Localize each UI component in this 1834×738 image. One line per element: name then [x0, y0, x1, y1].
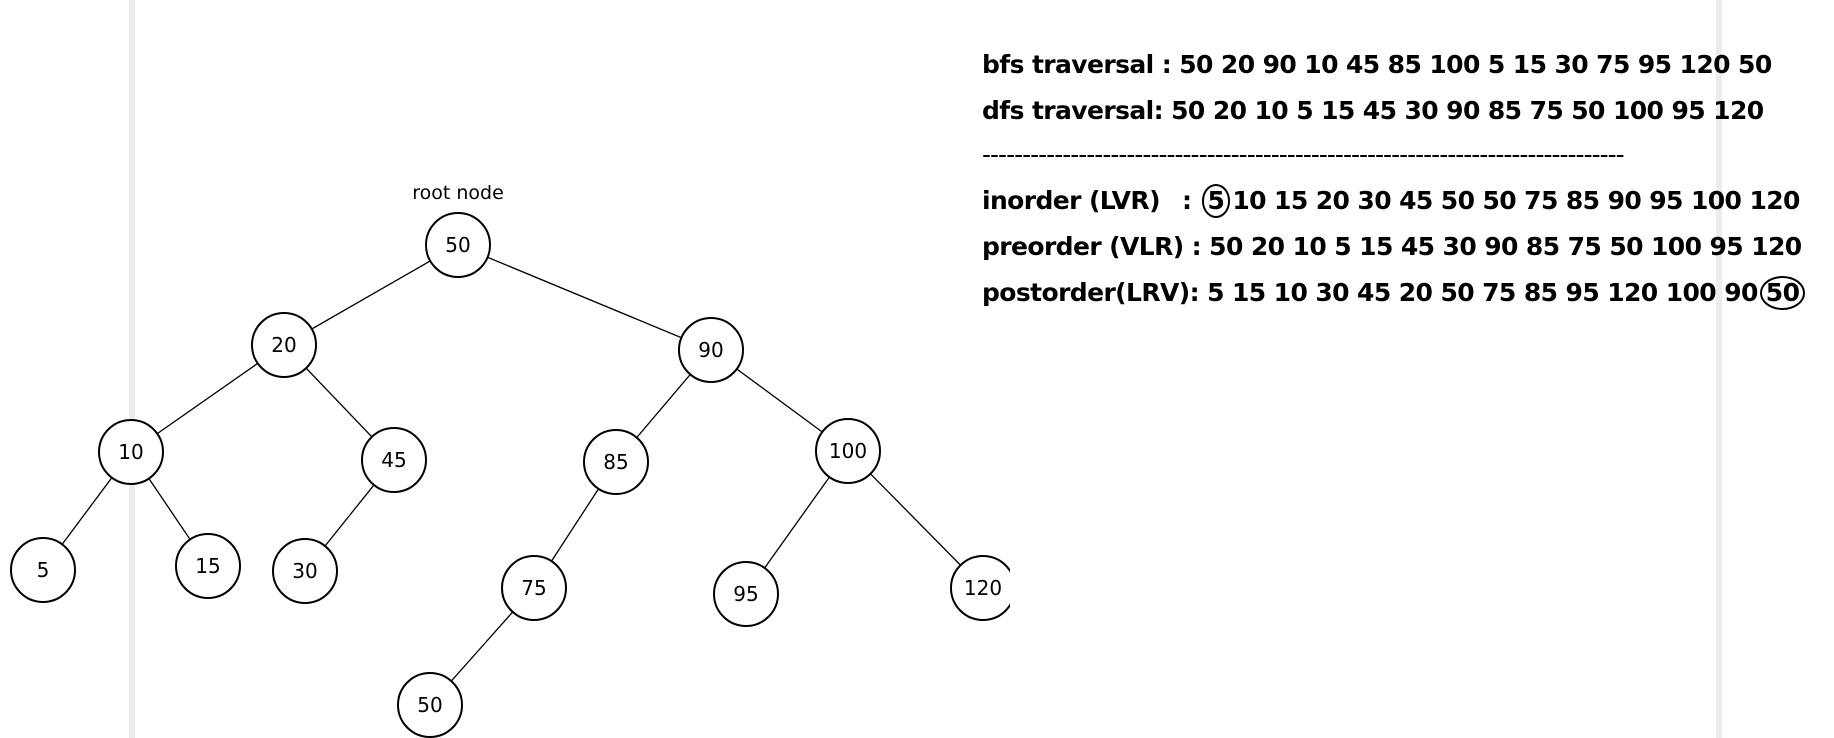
tree-node: 10	[98, 419, 164, 485]
tree-node-label: 50	[445, 233, 470, 257]
page-margin-left	[129, 0, 135, 738]
preorder-values: 50 20 10 5 15 45 30 90 85 75 50 100 95 1…	[1209, 232, 1802, 261]
tree-node: 45	[361, 427, 427, 493]
tree-node: 50	[397, 672, 463, 738]
tree-node: 50	[425, 212, 491, 278]
tree-node-circle	[501, 555, 567, 621]
tree-edge	[283, 244, 459, 346]
tree-node: 120	[950, 555, 1010, 621]
dfs-values: 50 20 10 5 15 45 30 90 85 75 50 100 95 1…	[1171, 96, 1764, 125]
inorder-separator: :	[1182, 186, 1192, 215]
root-node-caption: root node	[412, 182, 504, 204]
tree-node-circle	[815, 418, 881, 484]
tree-node-circle	[397, 672, 463, 738]
tree-node-label: 30	[292, 559, 317, 583]
tree-node-label: 10	[118, 440, 143, 464]
tree-node: 5	[10, 537, 76, 603]
tree-node: 15	[175, 533, 241, 599]
tree-node-circle	[950, 555, 1010, 621]
bfs-traversal-line: bfs traversal : 50 20 90 10 45 85 100 5 …	[982, 48, 1772, 82]
tree-node: 90	[678, 317, 744, 383]
tree-node: 95	[713, 561, 779, 627]
tree-node: 75	[501, 555, 567, 621]
tree-node-circle	[678, 317, 744, 383]
tree-node-label: 5	[37, 558, 50, 582]
tree-node-circle	[361, 427, 427, 493]
tree-node-circle	[583, 429, 649, 495]
postorder-values: 5 15 10 30 45 20 50 75 85 95 120 100 90	[1207, 278, 1758, 307]
tree-node-label: 85	[603, 450, 628, 474]
inorder-first-highlight: 5	[1201, 184, 1231, 218]
tree-node-label: 75	[521, 576, 546, 600]
tree-node-circle	[272, 538, 338, 604]
tree-node-circle	[251, 312, 317, 378]
tree-node-label: 120	[964, 576, 1002, 600]
tree-node-circle	[713, 561, 779, 627]
tree-edge	[457, 244, 712, 351]
tree-node-label: 95	[733, 582, 758, 606]
tree-node-label: 50	[417, 693, 442, 717]
postorder-label: postorder(LRV):	[982, 278, 1200, 307]
binary-tree-diagram: root node 50 20 90 10 45 85 100 5 15 30 75 95 120 50	[10, 182, 1010, 738]
dfs-label: dfs traversal:	[982, 96, 1164, 125]
tree-node-label: 45	[381, 448, 406, 472]
page-margin-right	[1716, 0, 1722, 738]
divider-line: ----------------------------------------…	[982, 140, 1625, 169]
inorder-label: inorder (LVR)	[982, 186, 1161, 215]
tree-node: 85	[583, 429, 649, 495]
preorder-traversal-line: preorder (VLR) : 50 20 10 5 15 45 30 90 …	[982, 230, 1802, 264]
bfs-values: 50 20 90 10 45 85 100 5 15 30 75 95 120 …	[1179, 50, 1772, 79]
tree-node-circle	[98, 419, 164, 485]
tree-node-label: 20	[271, 333, 296, 357]
dfs-traversal-line: dfs traversal: 50 20 10 5 15 45 30 90 85…	[982, 94, 1764, 128]
tree-node-label: 15	[195, 554, 220, 578]
preorder-label: preorder (VLR) :	[982, 232, 1202, 261]
tree-node: 100	[815, 418, 881, 484]
tree-node-circle	[10, 537, 76, 603]
tree-node-circle	[425, 212, 491, 278]
postorder-last-highlight: 50	[1759, 276, 1806, 310]
tree-node-label: 90	[698, 338, 723, 362]
tree-node-circle	[175, 533, 241, 599]
tree-node-label: 100	[829, 439, 867, 463]
postorder-traversal-line: postorder(LRV): 5 15 10 30 45 20 50 75 8…	[982, 276, 1807, 310]
tree-node: 20	[251, 312, 317, 378]
inorder-values: 10 15 20 30 45 50 50 75 85 90 95 100 120	[1232, 186, 1800, 215]
bfs-label: bfs traversal :	[982, 50, 1172, 79]
tree-node: 30	[272, 538, 338, 604]
